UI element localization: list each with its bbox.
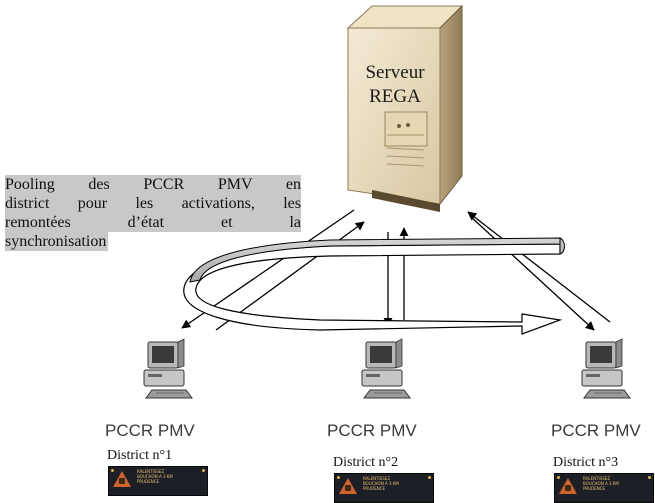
server-label-line1: Serveur (365, 62, 425, 83)
lamp-icon (648, 476, 651, 479)
polling-loop-arrow (183, 237, 565, 335)
sign-text-line: PRUDENCE (583, 486, 606, 491)
lamp-icon (111, 469, 114, 472)
sign-text-line: RALENTISSEZ (363, 476, 391, 481)
lamp-icon (428, 476, 431, 479)
arrow-district3-to-server (467, 211, 611, 323)
variable-message-sign-icon: RALENTISSEZ BOUCHON A 3 KM PRUDENCE (108, 466, 208, 496)
variable-message-sign-icon: RALENTISSEZ BOUCHON A 3 KM PRUDENCE (334, 473, 434, 503)
sign-text-line: BOUCHON A 3 KM (363, 481, 399, 486)
note-line: Pooling des PCCR PMV en (5, 175, 301, 194)
note-line: synchronisation (5, 232, 109, 251)
note-line: remontées d’état et la (5, 213, 301, 232)
lamp-icon (557, 476, 560, 479)
sign-text-line: BOUCHON A 3 KM (583, 481, 619, 486)
sign-text-line: RALENTISSEZ (583, 476, 611, 481)
station-label-2: PCCR PMV (327, 421, 417, 440)
note-line: district pour les activations, les (5, 194, 301, 213)
desktop-computer-icon (361, 338, 411, 399)
lamp-icon (337, 476, 340, 479)
sign-text: RALENTISSEZ BOUCHON A 3 KM PRUDENCE (363, 476, 399, 491)
sign-text-line: BOUCHON A 3 KM (137, 474, 173, 479)
sign-text: RALENTISSEZ BOUCHON A 3 KM PRUDENCE (137, 469, 173, 484)
polling-note: Pooling des PCCR PMV en district pour le… (5, 175, 305, 251)
server-label-line2: REGA (369, 86, 421, 107)
arrow-server-to-district3 (469, 215, 595, 331)
variable-message-sign-icon: RALENTISSEZ BOUCHON A 3 KM PRUDENCE (554, 473, 654, 503)
district-label-1: District n°1 (107, 448, 173, 463)
server-tower-icon (346, 4, 464, 212)
station-label-3: PCCR PMV (551, 421, 641, 440)
district-label-3: District n°3 (553, 455, 619, 470)
sign-text-line: PRUDENCE (137, 479, 160, 484)
district-label-2: District n°2 (333, 455, 399, 470)
desktop-computer-icon (581, 338, 631, 399)
lamp-icon (202, 469, 205, 472)
desktop-computer-icon (143, 338, 193, 399)
station-label-1: PCCR PMV (105, 421, 195, 440)
sign-text: RALENTISSEZ BOUCHON A 3 KM PRUDENCE (583, 476, 619, 491)
sign-text-line: RALENTISSEZ (137, 469, 165, 474)
sign-text-line: PRUDENCE (363, 486, 386, 491)
